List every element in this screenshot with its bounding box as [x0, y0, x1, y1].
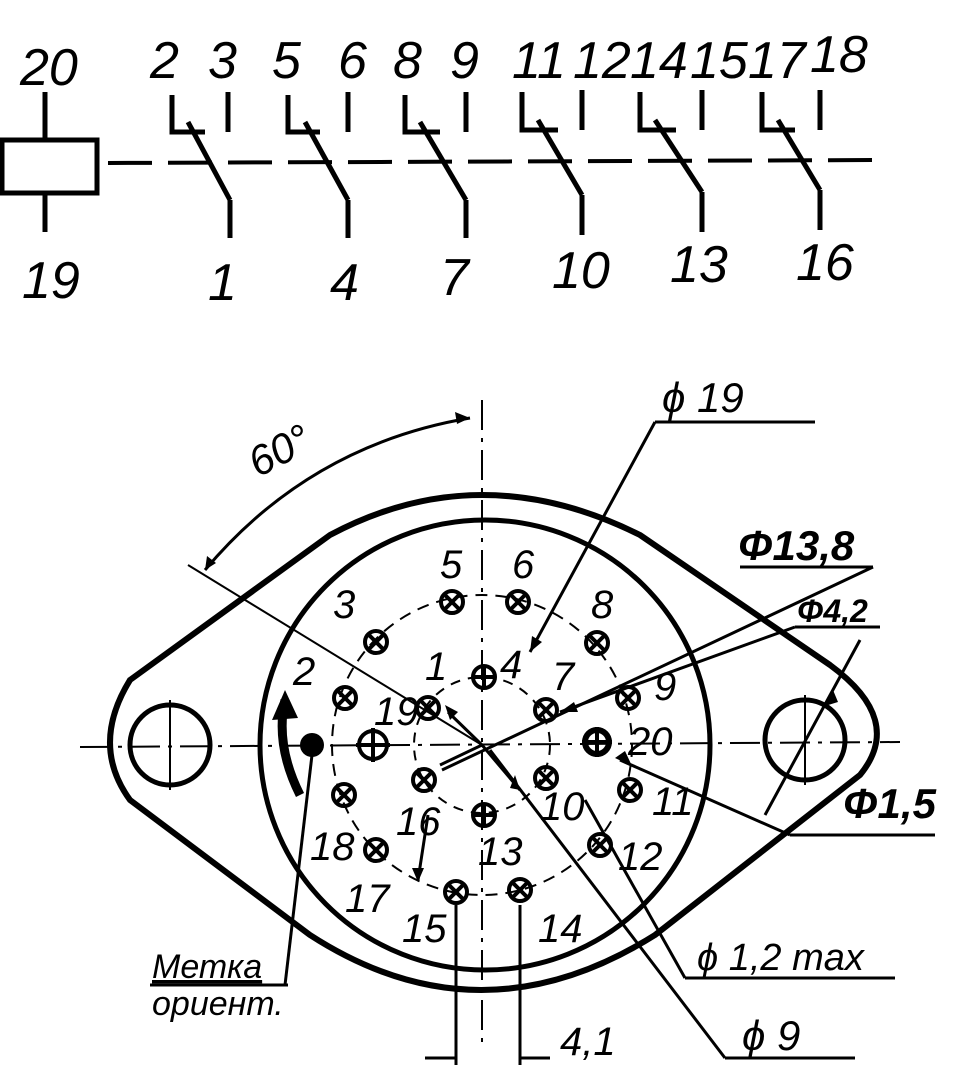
relay-coil: 20 19 — [0, 39, 100, 310]
horizontal-centerline — [79, 741, 901, 748]
pin-11 — [617, 777, 643, 803]
orientation-mark: Метка ориент. — [150, 690, 324, 1023]
pin-label-20: 20 — [627, 720, 673, 764]
contact-group-6: 17 18 16 — [748, 26, 868, 292]
pin-1 — [415, 695, 441, 721]
pin-label-10: 10 — [540, 785, 585, 829]
coil-terminal-top: 20 — [19, 39, 78, 97]
dimension-labels: ϕ 19 Φ13,8 Φ4,2 Φ1,5 ϕ 1,2 max ϕ 9 4,1 — [560, 374, 937, 1064]
dim-label-4-1: 4,1 — [560, 1020, 616, 1064]
pin-17 — [363, 837, 389, 863]
pin-label-17: 17 — [345, 877, 391, 921]
pin-20 — [582, 727, 612, 757]
outer-pins — [331, 589, 643, 905]
terminal-label: 13 — [670, 236, 728, 294]
orientation-label-line1: Метка — [152, 948, 262, 986]
terminal-label: 6 — [338, 32, 367, 90]
pin-label-6: 6 — [512, 543, 535, 587]
pin-label-8: 8 — [591, 583, 614, 627]
pin-6 — [505, 589, 531, 615]
pin-label-18: 18 — [310, 825, 355, 869]
pin-5 — [439, 589, 465, 615]
contact-group-2: 5 6 4 — [272, 32, 367, 312]
dim-label-4-2: Φ4,2 — [797, 593, 868, 629]
contact-group-1: 2 3 1 — [149, 32, 237, 312]
dimension-leaders — [412, 420, 935, 1065]
pin-label-1: 1 — [425, 645, 447, 689]
contact-group-5: 14 15 13 — [630, 32, 749, 294]
outer-pin-circle — [331, 594, 633, 896]
terminal-label: 7 — [440, 249, 471, 307]
dim-label-19: ϕ 19 — [662, 374, 744, 421]
inner-pin-circle — [413, 676, 551, 814]
terminal-label: 15 — [690, 32, 749, 90]
pin-label-14: 14 — [538, 907, 583, 951]
terminal-label: 9 — [450, 32, 479, 90]
dim-label-13-8: Φ13,8 — [738, 522, 855, 569]
dim-label-1-2max: ϕ 1,2 max — [697, 937, 866, 979]
flange-outline — [107, 492, 880, 993]
pin-label-2: 2 — [292, 650, 315, 694]
terminal-label: 4 — [330, 254, 359, 312]
terminal-label: 14 — [630, 32, 688, 90]
schematic: 20 19 2 3 1 5 6 4 — [0, 26, 883, 312]
dim-label-1-5: Φ1,5 — [843, 780, 937, 827]
terminal-label: 8 — [393, 32, 422, 90]
inner-pins — [356, 664, 612, 828]
pin-19 — [356, 728, 390, 762]
terminal-label: 2 — [149, 32, 179, 90]
mechanical-link-line — [107, 158, 883, 165]
pin-label-19: 19 — [374, 690, 419, 734]
pin-label-11: 11 — [652, 780, 694, 824]
orientation-label-line2: ориент. — [152, 985, 284, 1023]
body-circle — [257, 517, 713, 973]
angle-label: 60° — [240, 415, 318, 486]
terminal-label: 10 — [552, 242, 610, 300]
pin-label-16: 16 — [396, 800, 441, 844]
coil-terminal-bottom: 19 — [22, 252, 80, 310]
terminal-label: 17 — [748, 32, 808, 90]
terminal-label: 1 — [208, 254, 237, 312]
pin-12 — [587, 832, 613, 858]
pin-label-3: 3 — [333, 583, 355, 627]
pin-2 — [332, 685, 358, 711]
pin-3 — [363, 629, 389, 655]
terminal-label: 12 — [573, 32, 631, 90]
terminal-label: 5 — [272, 32, 302, 90]
pin-label-13: 13 — [478, 830, 523, 874]
pin-10 — [533, 765, 559, 791]
pin-4 — [471, 664, 497, 690]
pin-label-15: 15 — [402, 907, 447, 951]
terminal-label: 16 — [796, 234, 854, 292]
pin-13 — [471, 802, 497, 828]
terminal-label: 11 — [512, 32, 566, 90]
base-pinout: 60° — [79, 374, 937, 1065]
terminal-label: 3 — [208, 32, 237, 90]
pin-16 — [411, 767, 437, 793]
pin-15 — [443, 879, 469, 905]
pin-8 — [584, 630, 610, 656]
pin-labels: 5 6 3 8 2 1 4 7 9 19 20 11 10 16 18 13 1… — [292, 543, 694, 951]
dim-label-9: ϕ 9 — [742, 1012, 800, 1059]
pin-label-4: 4 — [500, 643, 522, 687]
pin-label-7: 7 — [552, 655, 576, 699]
terminal-label: 18 — [810, 26, 868, 84]
contact-group-4: 11 12 10 — [512, 32, 631, 300]
pin-14 — [507, 877, 533, 903]
angle-arc — [203, 416, 471, 571]
pin-18 — [331, 782, 357, 808]
pin-label-5: 5 — [440, 543, 463, 587]
contact-group-3: 8 9 7 — [393, 32, 479, 307]
